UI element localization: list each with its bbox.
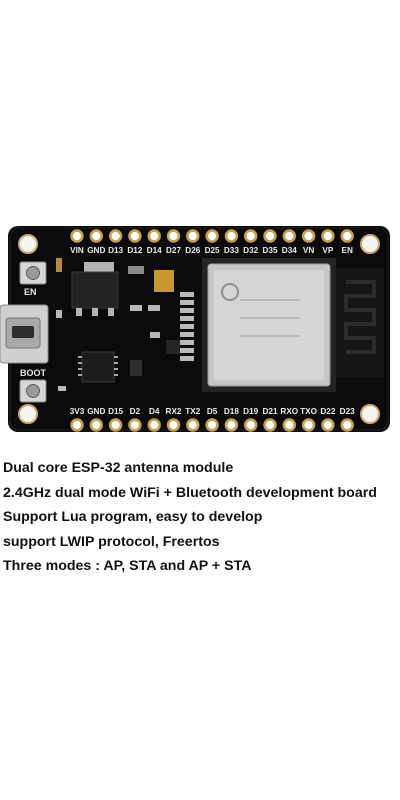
- pin-label: D32: [243, 246, 258, 255]
- pin-label: D35: [262, 246, 277, 255]
- bottom-pin-d2: [128, 418, 142, 432]
- top-pin-d12: [128, 229, 142, 243]
- bottom-pin-d21: [263, 418, 277, 432]
- voltage-regulator: [71, 262, 119, 316]
- top-pin-d14: [147, 229, 161, 243]
- bottom-pin-3v3: [70, 418, 84, 432]
- boot-button[interactable]: [19, 379, 47, 403]
- pin-label: RXO: [280, 407, 298, 416]
- resistor: [180, 332, 194, 337]
- pin-label: D19: [243, 407, 258, 416]
- resistor: [180, 308, 194, 313]
- pin-label: TXO: [300, 407, 317, 416]
- top-pin-vin: [70, 229, 84, 243]
- feature-item: 2.4GHz dual mode WiFi + Bluetooth develo…: [3, 484, 377, 501]
- bottom-pin-gnd: [89, 418, 104, 432]
- pin-label: GND: [87, 246, 105, 255]
- bottom-pin-d18: [224, 418, 239, 432]
- pin-label: D13: [108, 246, 123, 255]
- pin-label: D4: [149, 407, 160, 416]
- bottom-pin-d15: [108, 418, 123, 432]
- resistor: [180, 340, 194, 345]
- resistor: [180, 356, 194, 361]
- bottom-pin-d22: [321, 418, 335, 432]
- top-pin-d25: [205, 229, 219, 243]
- top-pin-gnd: [89, 229, 104, 243]
- smd-components: [56, 258, 180, 391]
- feature-item: support LWIP protocol, Freertos: [3, 533, 220, 550]
- top-pin-d33: [224, 229, 239, 243]
- bottom-pin-txo: [301, 418, 316, 432]
- pin-label: D18: [224, 407, 239, 416]
- pin-label: 3V3: [70, 407, 85, 416]
- pin-label: VIN: [70, 246, 84, 255]
- top-header-pins: [70, 229, 354, 243]
- pin-label: GND: [87, 407, 105, 416]
- bottom-pin-rx2: [166, 418, 181, 432]
- pin-label: VP: [322, 246, 333, 255]
- pin-label: D25: [205, 246, 220, 255]
- top-pin-d27: [166, 229, 181, 243]
- resistor: [180, 348, 194, 353]
- pin-label: VN: [303, 246, 314, 255]
- pin-label: D14: [147, 246, 162, 255]
- top-pin-d26: [186, 229, 200, 243]
- pin-label: D22: [320, 407, 335, 416]
- resistor: [180, 324, 194, 329]
- pin-label: TX2: [185, 407, 200, 416]
- bottom-pin-tx2: [186, 418, 200, 432]
- usb-uart-chip: [78, 351, 118, 383]
- bottom-pin-d19: [244, 418, 258, 432]
- pin-label: D33: [224, 246, 239, 255]
- esp32-module: [202, 258, 336, 392]
- pin-label: D2: [130, 407, 141, 416]
- top-pin-d13: [108, 229, 123, 243]
- top-pin-d35: [263, 229, 277, 243]
- pin-label: D23: [340, 407, 355, 416]
- pin-label: D26: [185, 246, 200, 255]
- micro-usb-port: [0, 304, 49, 364]
- bottom-pin-d23: [340, 418, 354, 432]
- bottom-pin-d4: [147, 418, 161, 432]
- pcb-antenna: [336, 268, 384, 378]
- module-logo-icon: [221, 283, 239, 301]
- bottom-header-pins: [70, 418, 354, 432]
- resistor: [180, 300, 194, 305]
- en-button-label: EN: [24, 287, 37, 297]
- resistor: [180, 292, 194, 297]
- top-pin-d32: [244, 229, 258, 243]
- pin-label: D27: [166, 246, 181, 255]
- boot-button-label: BOOT: [20, 368, 47, 378]
- feature-item: Three modes : AP, STA and AP + STA: [3, 558, 252, 575]
- resistor: [180, 316, 194, 321]
- pin-label: EN: [342, 246, 353, 255]
- pin-label: D15: [108, 407, 123, 416]
- pin-label: D5: [207, 407, 218, 416]
- mounting-holes: [18, 234, 380, 424]
- en-button[interactable]: [19, 261, 47, 285]
- pin-label: RX2: [166, 407, 182, 416]
- pin-label: D34: [282, 246, 297, 255]
- feature-list: Dual core ESP-32 antenna module 2.4GHz d…: [3, 456, 398, 579]
- feature-item: Support Lua program, easy to develop: [3, 509, 263, 526]
- resistor-array: [180, 292, 194, 361]
- top-pin-vp: [321, 229, 335, 243]
- feature-item: Dual core ESP-32 antenna module: [3, 460, 234, 476]
- pin-label: D21: [262, 407, 277, 416]
- bottom-pin-d5: [205, 418, 219, 432]
- pin-label: D12: [127, 246, 142, 255]
- bottom-pin-rxo: [282, 418, 296, 432]
- top-pin-vn: [301, 229, 316, 243]
- top-pin-d34: [282, 229, 296, 243]
- top-pin-en: [340, 229, 354, 243]
